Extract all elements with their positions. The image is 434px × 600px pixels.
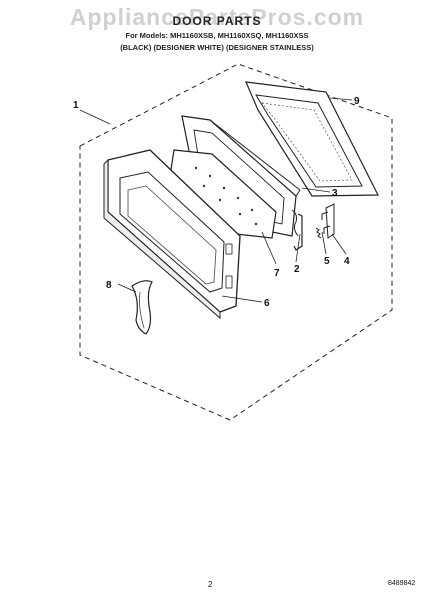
part-9-gasket	[245, 81, 379, 197]
callout-1: 1	[73, 100, 79, 111]
watermark: AppliancePartsPros.com	[69, 4, 365, 30]
callout-2: 2	[294, 264, 300, 275]
callout-7: 7	[274, 268, 280, 279]
document-code: 8489842	[388, 580, 416, 587]
callout-4: 4	[344, 256, 350, 267]
page-number: 2	[208, 580, 213, 589]
assembly-boundary	[79, 63, 393, 421]
callout-5: 5	[324, 256, 330, 267]
leader-lines	[79, 97, 353, 303]
models-subtitle: For Models: MH1160XSB, MH1160XSQ, MH1160…	[125, 31, 309, 40]
callout-6: 6	[264, 298, 270, 309]
callout-9: 9	[354, 96, 360, 107]
page-title: DOOR PARTS	[172, 14, 262, 28]
callout-8: 8	[106, 280, 112, 291]
part-6-outer-door	[103, 149, 241, 320]
model-colors: (BLACK) (DESIGNER WHITE) (DESIGNER STAIN…	[120, 43, 314, 52]
part-4-door-hook	[321, 203, 335, 239]
part-5-spring	[315, 227, 322, 239]
part-2-latch	[293, 213, 303, 251]
callout-3: 3	[332, 188, 338, 199]
part-8-handle	[131, 280, 153, 335]
